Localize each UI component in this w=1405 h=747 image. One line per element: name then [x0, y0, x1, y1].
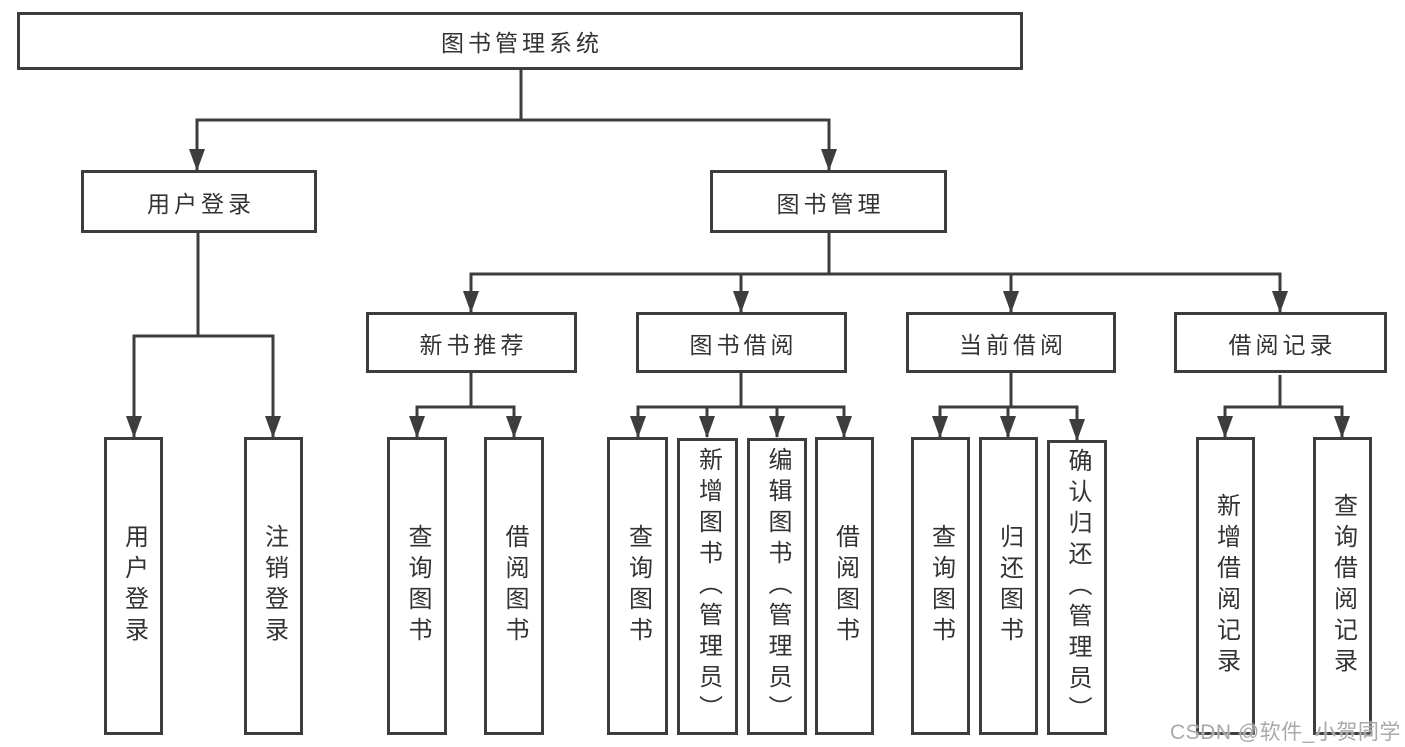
leaf-return-books: 归还图书	[979, 437, 1038, 735]
leaf-label: 查询图书	[927, 524, 955, 648]
leaf-query-books-recommend: 查询图书	[387, 437, 447, 735]
connector-book-borrow-to-leaves	[630, 371, 852, 438]
node-current-borrowing: 当前借阅	[906, 312, 1116, 373]
leaf-user-login: 用户登录	[104, 437, 163, 735]
connector-book-mgmt-to-level3	[463, 231, 1288, 313]
csdn-watermark: CSDN @软件_小贺同学	[1170, 721, 1401, 744]
leaf-label: 注销登录	[260, 524, 288, 648]
leaf-label: 查询借阅记录	[1329, 493, 1357, 679]
node-borrowing-records: 借阅记录	[1174, 312, 1387, 373]
leaf-label: 借阅图书	[501, 524, 528, 648]
leaf-query-books-current: 查询图书	[911, 437, 970, 735]
node-book-management: 图书管理	[710, 170, 947, 233]
node-library-management-system: 图书管理系统	[17, 12, 1023, 70]
leaf-label: 用户登录	[120, 524, 148, 648]
node-new-book-recommend: 新书推荐	[366, 312, 577, 373]
leaf-query-borrow-record: 查询借阅记录	[1313, 437, 1372, 735]
connector-new-books-to-leaves	[409, 371, 522, 438]
leaf-label: 查询图书	[404, 524, 431, 648]
leaf-edit-books-admin: 编辑图书（管理员）	[747, 438, 807, 735]
leaf-query-books-borrow: 查询图书	[607, 437, 668, 735]
leaf-confirm-return-admin: 确认归还（管理员）	[1047, 440, 1107, 735]
leaf-label: 归还图书	[995, 524, 1023, 648]
leaf-label: 新增图书（管理员）	[694, 447, 722, 726]
leaf-borrow-books-recommend: 借阅图书	[484, 437, 544, 735]
leaf-label: 确认归还（管理员）	[1064, 448, 1091, 727]
connector-root-to-level2	[189, 69, 837, 171]
leaf-label: 新增借阅记录	[1212, 493, 1240, 679]
node-user-login: 用户登录	[81, 170, 317, 233]
leaf-add-borrow-record: 新增借阅记录	[1196, 437, 1255, 735]
leaf-label: 编辑图书（管理员）	[764, 447, 791, 726]
leaf-label: 查询图书	[624, 524, 652, 648]
node-book-borrowing: 图书借阅	[636, 312, 847, 373]
connector-current-borrow-to-leaves	[932, 371, 1085, 441]
connector-user-login-to-leaves	[126, 231, 281, 438]
leaf-add-books-admin: 新增图书（管理员）	[677, 438, 738, 735]
leaf-borrow-books: 借阅图书	[815, 437, 874, 735]
leaf-logout: 注销登录	[244, 437, 303, 735]
leaf-label: 借阅图书	[831, 524, 859, 648]
connector-borrow-records-to-leaves	[1217, 375, 1350, 438]
